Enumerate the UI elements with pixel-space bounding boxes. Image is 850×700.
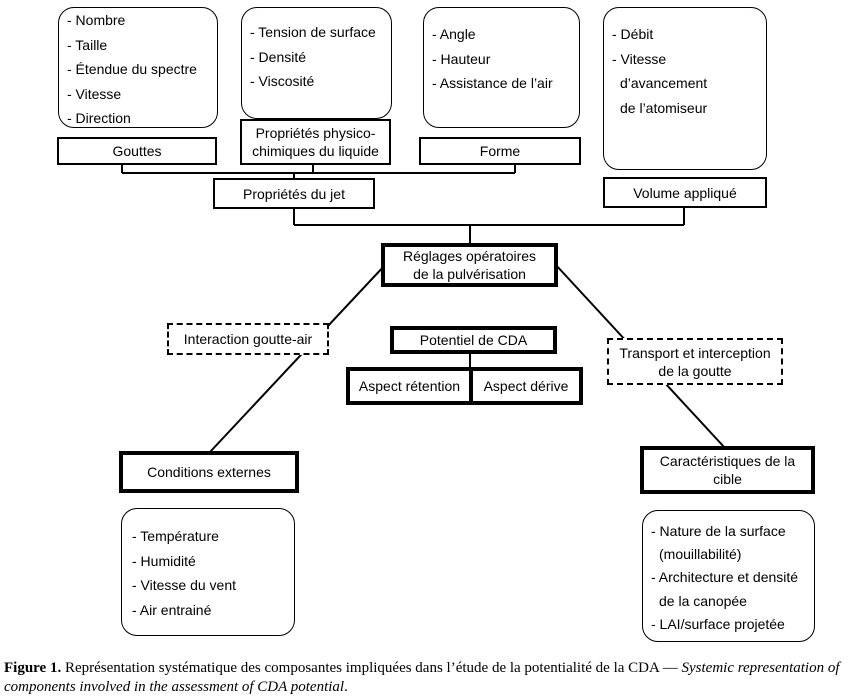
gouttes-label: Gouttes <box>112 143 162 159</box>
gouttes-box: Gouttes <box>57 137 217 165</box>
proprietes-liquide-label: chimiques du liquide <box>252 143 379 159</box>
caracteristiques-label: cible <box>713 471 742 487</box>
list-liquide: - Tension de surface - Densité - Viscosi… <box>241 7 392 119</box>
list-item: - Nombre <box>67 12 126 28</box>
list-item: - Nature de la surface <box>651 523 786 539</box>
conditions-externes-box: Conditions externes <box>119 451 299 493</box>
caption-label: Figure 1. <box>4 660 62 676</box>
list-gouttes: - Nombre - Taille - Étendue du spectre -… <box>58 7 218 128</box>
proprietes-liquide-label: Propriétés physico- <box>255 125 376 141</box>
caption-end: . <box>344 679 348 695</box>
transport-box: Transport et interception de la goutte <box>607 338 783 385</box>
aspect-retention-label: Aspect rétention <box>358 378 461 394</box>
list-item: d’avancement <box>620 75 708 91</box>
list-item: - Angle <box>432 26 476 42</box>
list-item: de la canopée <box>659 592 747 609</box>
aspect-derive-label: Aspect dérive <box>483 378 569 394</box>
reglages-label: Réglages opératoires <box>402 248 537 264</box>
list-item: - Température <box>132 528 219 544</box>
potentiel-label: Potentiel de CDA <box>419 332 528 348</box>
list-item: de l’atomiseur <box>620 99 708 116</box>
list-item: - Vitesse <box>67 85 122 102</box>
connector <box>209 263 387 453</box>
list-item: - Vitesse du vent <box>132 577 237 593</box>
caracteristiques-label: Caractéristiques de la <box>659 453 796 469</box>
aspect-derive-box: Aspect dérive <box>469 367 583 405</box>
list-item: - Densité <box>250 48 307 65</box>
reglages-box: Réglages opératoires de la pulvérisation <box>381 243 558 287</box>
interaction-box: Interaction goutte-air <box>167 323 329 355</box>
transport-label: de la goutte <box>658 362 732 379</box>
list-item: - Humidité <box>132 552 196 569</box>
caption-text-fr: Représentation systématique des composan… <box>61 660 682 676</box>
list-item: - Étendue du spectre <box>67 61 197 77</box>
list-item: - LAI/surface projetée <box>651 615 785 632</box>
list-item: - Air entrainé <box>132 601 212 618</box>
list-item: - Hauteur <box>432 50 491 67</box>
conditions-externes-label: Conditions externes <box>147 464 271 480</box>
list-cible: - Nature de la surface (mouillabilité) -… <box>642 510 815 642</box>
list-item: - Viscosité <box>250 73 315 89</box>
interaction-label: Interaction goutte-air <box>183 331 313 347</box>
reglages-label: de la pulvérisation <box>413 266 526 282</box>
list-forme: - Angle - Hauteur - Assistance de l’air <box>423 7 580 128</box>
list-item: - Tension de surface <box>250 24 376 40</box>
caption-text-en: Systemic representation of components in… <box>4 660 840 695</box>
proprietes-jet-label: Propriétés du jet <box>243 185 345 202</box>
transport-label: Transport et interception <box>619 344 771 361</box>
list-item: - Débit <box>612 26 654 42</box>
aspect-retention-box: Aspect rétention <box>346 367 473 405</box>
proprietes-liquide-box: Propriétés physico- chimiques du liquide <box>240 119 391 165</box>
potentiel-box: Potentiel de CDA <box>390 326 557 354</box>
list-item: - Direction <box>67 110 131 126</box>
volume-applique-box: Volume appliqué <box>603 177 767 208</box>
list-volume: - Débit - Vitesse d’avancement de l’atom… <box>603 7 767 170</box>
list-item: - Taille <box>67 36 108 53</box>
list-conditions: - Température - Humidité - Vitesse du ve… <box>121 508 295 636</box>
forme-label: Forme <box>479 143 521 159</box>
caracteristiques-box: Caractéristiques de la cible <box>640 446 815 494</box>
list-item: - Architecture et densité <box>651 569 799 586</box>
proprietes-jet-box: Propriétés du jet <box>213 178 375 209</box>
list-item: - Vitesse <box>612 50 667 67</box>
figure-caption: Figure 1. Représentation systématique de… <box>4 659 850 697</box>
volume-applique-label: Volume appliqué <box>633 184 737 201</box>
forme-box: Forme <box>419 137 581 165</box>
list-item: - Assistance de l’air <box>432 75 553 91</box>
list-item: (mouillabilité) <box>659 546 742 563</box>
